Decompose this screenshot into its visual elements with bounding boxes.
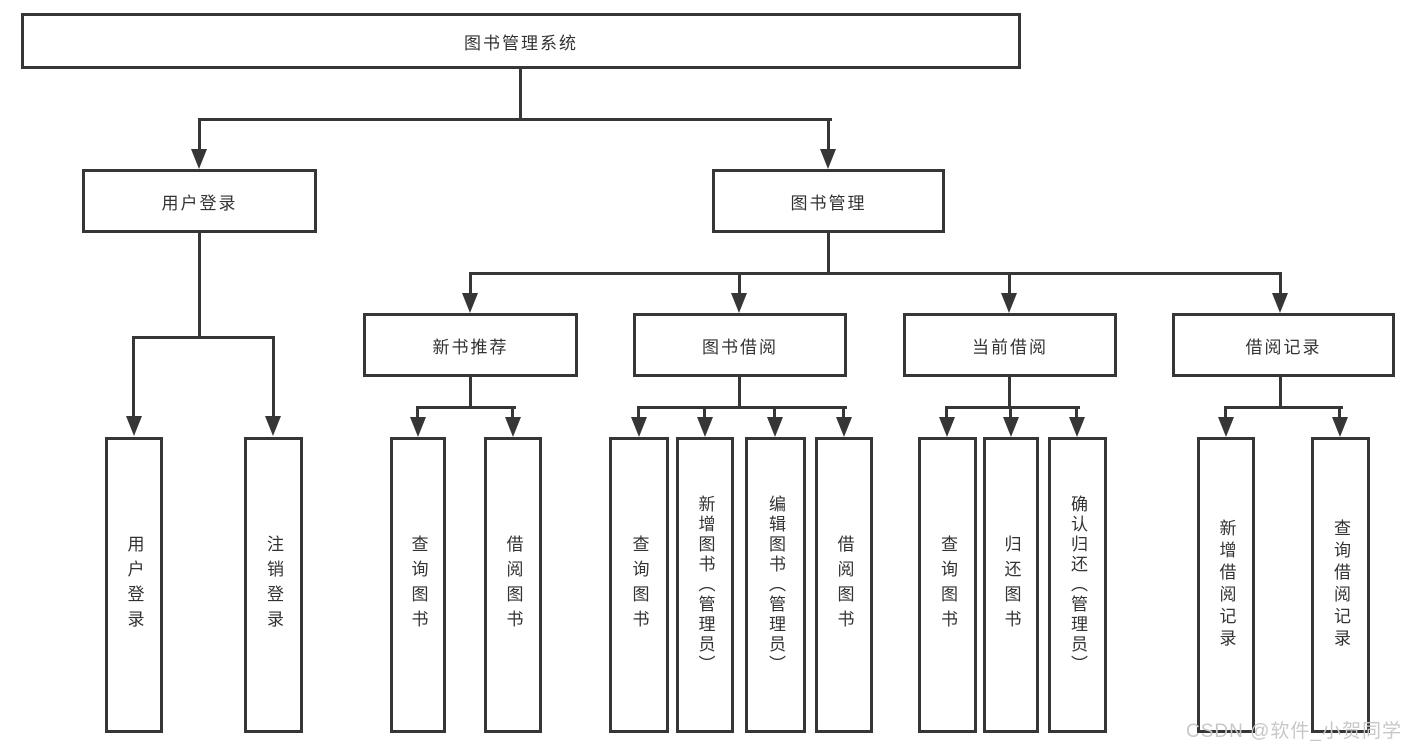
arrow-down-icon — [731, 293, 747, 313]
connector-line — [198, 118, 201, 154]
arrow-down-icon — [836, 417, 852, 437]
node-system: 图书管理系统 — [21, 13, 1021, 69]
connector-line — [827, 118, 830, 154]
connector-line — [842, 406, 845, 418]
connector-line — [132, 336, 135, 417]
node-book-borrow-label: 图书借阅 — [702, 337, 778, 357]
node-book-management: 图书管理 — [712, 169, 945, 233]
node-current-borrow-label: 当前借阅 — [972, 337, 1048, 357]
leaf-query-borrow-record-label: 查询借阅记录 — [1331, 519, 1350, 651]
connector-line — [738, 377, 741, 409]
node-borrow-record: 借阅记录 — [1172, 313, 1395, 377]
leaf-query-book-2-label: 查询图书 — [629, 535, 649, 635]
leaf-edit-book: 编辑图书（管理员） — [745, 437, 806, 733]
arrow-down-icon — [1001, 293, 1017, 313]
leaf-user-login-label: 用户登录 — [124, 535, 144, 635]
connector-line — [1338, 406, 1341, 418]
connector-line — [511, 406, 514, 418]
arrow-down-icon — [1272, 293, 1288, 313]
leaf-query-borrow-record: 查询借阅记录 — [1311, 437, 1370, 733]
node-book-management-label: 图书管理 — [790, 193, 867, 213]
arrow-down-icon — [126, 416, 142, 436]
leaf-query-book-3: 查询图书 — [918, 437, 977, 733]
node-new-book-recommend-label: 新书推荐 — [432, 337, 509, 357]
leaf-query-book-1-label: 查询图书 — [408, 535, 428, 635]
leaf-add-book-label: 新增图书（管理员） — [695, 495, 715, 675]
leaf-borrow-book-1-label: 借阅图书 — [503, 535, 523, 635]
connector-line — [132, 336, 275, 339]
connector-line — [1224, 406, 1227, 418]
connector-line — [272, 336, 275, 417]
leaf-borrow-book-2-label: 借阅图书 — [834, 535, 854, 635]
node-user-login-label: 用户登录 — [161, 193, 238, 213]
connector-line — [945, 406, 1080, 409]
leaf-return-book: 归还图书 — [983, 437, 1039, 733]
connector-line — [703, 406, 706, 418]
connector-line — [519, 69, 522, 121]
node-borrow-record-label: 借阅记录 — [1245, 337, 1322, 357]
leaf-logout: 注销登录 — [244, 437, 303, 733]
connector-line — [1009, 406, 1012, 418]
connector-line — [469, 272, 1282, 275]
connector-line — [773, 406, 776, 418]
leaf-add-borrow-record-label: 新增借阅记录 — [1216, 519, 1236, 651]
connector-line — [637, 406, 847, 409]
arrow-down-icon — [410, 417, 426, 437]
arrow-down-icon — [1218, 417, 1234, 437]
arrow-down-icon — [820, 149, 836, 169]
arrow-down-icon — [631, 417, 647, 437]
connector-line — [416, 406, 516, 409]
connector-line — [738, 272, 741, 296]
arrow-down-icon — [1332, 417, 1348, 437]
arrow-down-icon — [939, 417, 955, 437]
arrow-down-icon — [265, 416, 281, 436]
leaf-edit-book-label: 编辑图书（管理员） — [766, 495, 785, 675]
arrow-down-icon — [767, 417, 783, 437]
arrow-down-icon — [505, 417, 521, 437]
connector-line — [1008, 272, 1011, 296]
connector-line — [1279, 377, 1282, 409]
leaf-confirm-return: 确认归还（管理员） — [1048, 437, 1107, 733]
leaf-add-borrow-record: 新增借阅记录 — [1197, 437, 1255, 733]
leaf-borrow-book-2: 借阅图书 — [815, 437, 873, 733]
leaf-confirm-return-label: 确认归还（管理员） — [1068, 495, 1087, 675]
node-current-borrow: 当前借阅 — [903, 313, 1117, 377]
leaf-add-book: 新增图书（管理员） — [676, 437, 734, 733]
connector-line — [1224, 406, 1343, 409]
connector-line — [827, 233, 830, 275]
connector-line — [469, 272, 472, 296]
leaf-query-book-3-label: 查询图书 — [938, 535, 957, 635]
node-user-login: 用户登录 — [82, 169, 317, 233]
leaf-query-book-1: 查询图书 — [390, 437, 446, 733]
leaf-borrow-book-1: 借阅图书 — [484, 437, 542, 733]
arrow-down-icon — [462, 293, 478, 313]
connector-line — [1008, 377, 1011, 409]
connector-line — [637, 406, 640, 418]
arrow-down-icon — [191, 149, 207, 169]
leaf-user-login: 用户登录 — [105, 437, 163, 733]
csdn-watermark: CSDN @软件_小贺同学 — [1186, 721, 1402, 742]
arrow-down-icon — [1069, 417, 1085, 437]
connector-line — [416, 406, 419, 418]
leaf-logout-label: 注销登录 — [264, 535, 283, 635]
connector-line — [469, 377, 472, 409]
arrow-down-icon — [697, 417, 713, 437]
arrow-down-icon — [1003, 417, 1019, 437]
leaf-return-book-label: 归还图书 — [1001, 535, 1021, 635]
connector-line — [945, 406, 948, 418]
node-book-borrow: 图书借阅 — [633, 313, 847, 377]
leaf-query-book-2: 查询图书 — [609, 437, 669, 733]
node-new-book-recommend: 新书推荐 — [363, 313, 578, 377]
connector-line — [1279, 272, 1282, 296]
connector-line — [1075, 406, 1078, 418]
node-system-label: 图书管理系统 — [464, 33, 578, 53]
connector-line — [198, 118, 832, 121]
connector-line — [198, 233, 201, 339]
